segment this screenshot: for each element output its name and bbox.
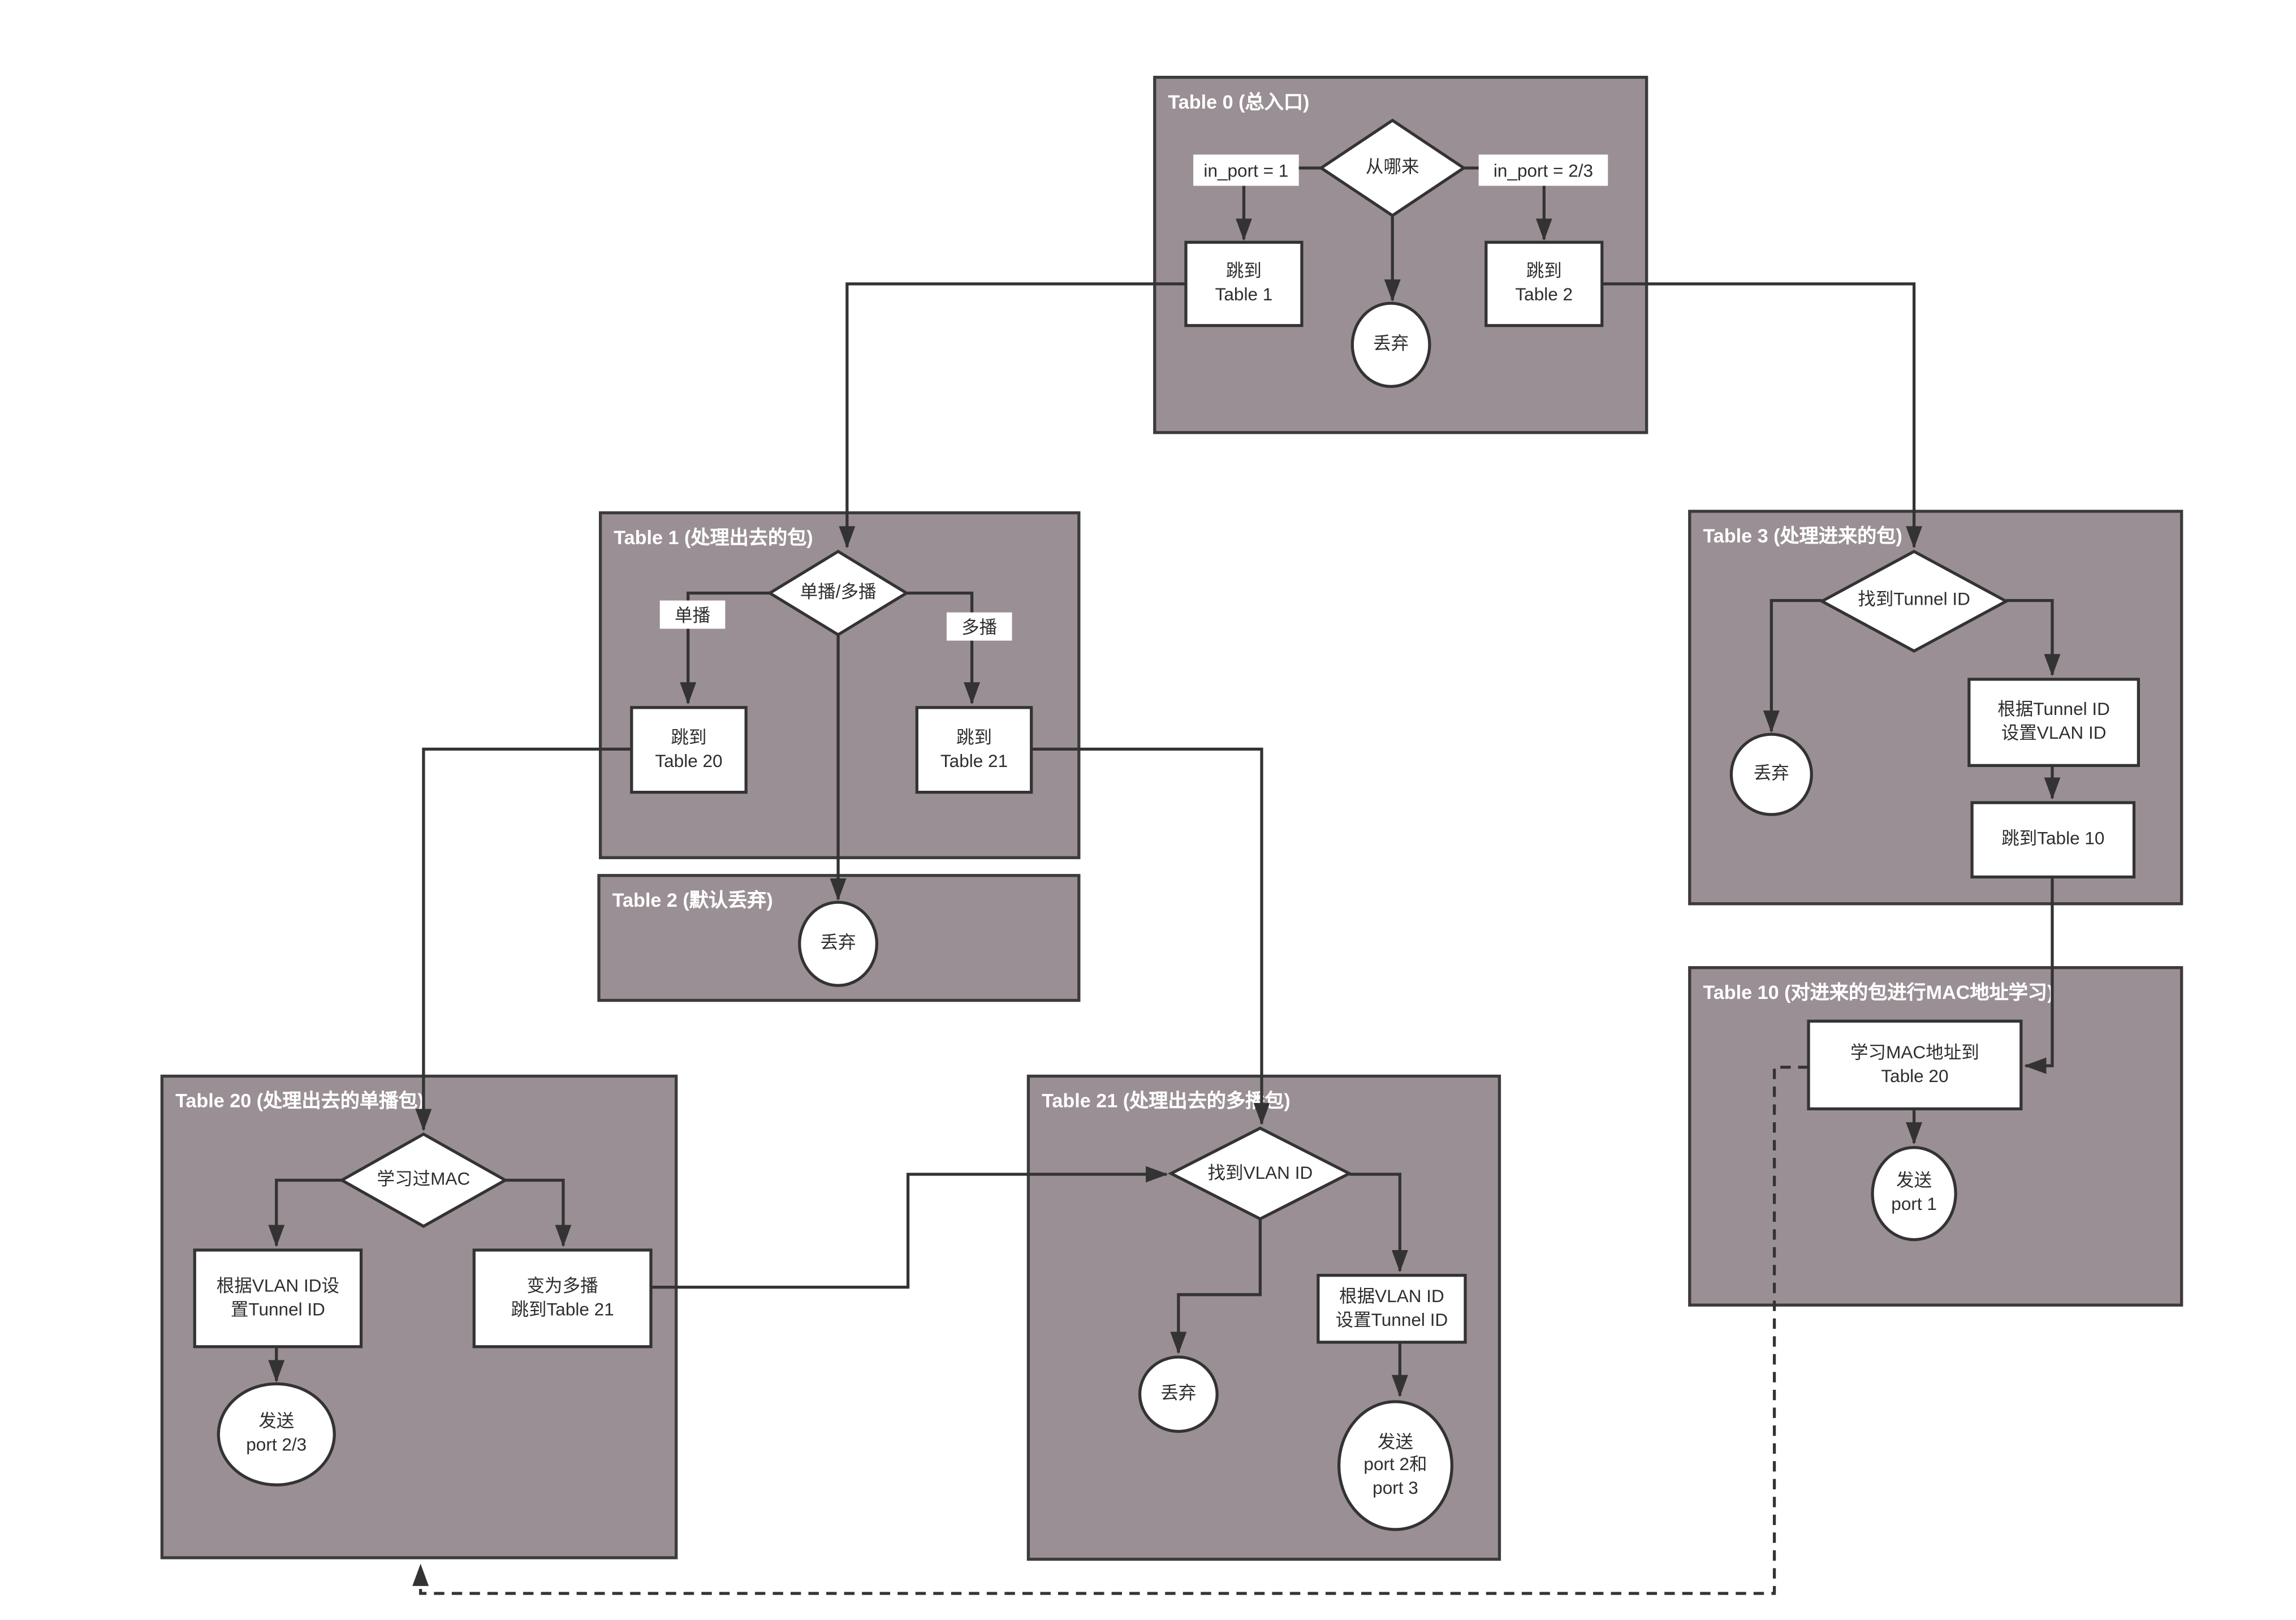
condition-label-unicast: 单播 [659, 600, 726, 629]
wire-jump10-to-table10 [2024, 877, 2054, 1074]
condition-label-inport23: in_port = 2/3 [1478, 154, 1608, 186]
wire-t21-no-to-drop [1170, 1218, 1262, 1354]
terminal-circle-t2-drop [798, 901, 879, 987]
process-box-t21-set-tunnel [1317, 1274, 1467, 1344]
process-box-t20-to-multicast [472, 1248, 653, 1348]
panel-title-table-1: Table 1 (处理出去的包) [614, 526, 813, 549]
wire-t3-yes-to-setvlan [2006, 599, 2061, 677]
terminal-circle-t3-drop [1729, 733, 1813, 816]
condition-label-inport1: in_port = 1 [1193, 154, 1299, 186]
process-box-t1-jump-table20 [630, 706, 748, 794]
process-box-t0-jump-table2 [1484, 240, 1604, 328]
condition-label-multicast: 多播 [946, 612, 1012, 641]
panel-title-table-10: Table 10 (对进来的包进行MAC地址学习) [1703, 981, 2054, 1003]
terminal-circle-t10-send [1871, 1146, 1957, 1242]
wire-t1-multicast-branch [906, 591, 981, 705]
wire-jump1-to-table1 [839, 282, 1186, 549]
terminal-circle-t20-send [217, 1382, 336, 1487]
wire-t21-yes-to-settunnel [1349, 1173, 1408, 1273]
wire-multicast-to-table21 [650, 1166, 1168, 1289]
wire-jump21-to-table21 [1031, 747, 1270, 1126]
wire-t3-no-to-drop [1763, 599, 1822, 733]
decision-diamond-t1 [767, 549, 910, 637]
process-box-t0-jump-table1 [1184, 240, 1304, 328]
terminal-circle-t21-send [1337, 1400, 1453, 1531]
terminal-circle-t21-drop [1138, 1355, 1219, 1433]
wire-jump20-to-table20 [415, 747, 632, 1131]
decision-diamond-t3 [1819, 549, 2010, 653]
panel-title-table-3: Table 3 (处理进来的包) [1703, 524, 1902, 548]
terminal-circle-t0-drop [1350, 301, 1431, 388]
decision-diamond-t0 [1318, 118, 1467, 218]
wire-t20-yes-to-settunnel [268, 1178, 342, 1247]
process-box-t10-learn-mac [1807, 1019, 2023, 1110]
decision-diamond-t21 [1167, 1126, 1353, 1221]
panel-title-table-20: Table 20 (处理出去的单播包) [175, 1089, 424, 1112]
wire-dashed-learn-to-table20 [412, 1066, 1809, 1595]
process-box-t3-set-vlan [1967, 678, 2140, 767]
process-box-t3-jump-table10 [1970, 801, 2136, 879]
wire-t20-no-to-multicast [505, 1178, 572, 1247]
wire-jump2-to-table3 [1602, 282, 1923, 549]
decision-diamond-t20 [339, 1132, 508, 1228]
panel-title-table-0: Table 0 (总入口) [1168, 91, 1310, 113]
wire-t1-unicast-branch [680, 591, 770, 705]
process-box-t1-jump-table21 [915, 706, 1033, 794]
panel-title-table-2: Table 2 (默认丢弃) [612, 889, 773, 911]
process-box-t20-set-tunnel [193, 1248, 363, 1348]
panel-title-table-21: Table 21 (处理出去的多播包) [1042, 1089, 1291, 1112]
